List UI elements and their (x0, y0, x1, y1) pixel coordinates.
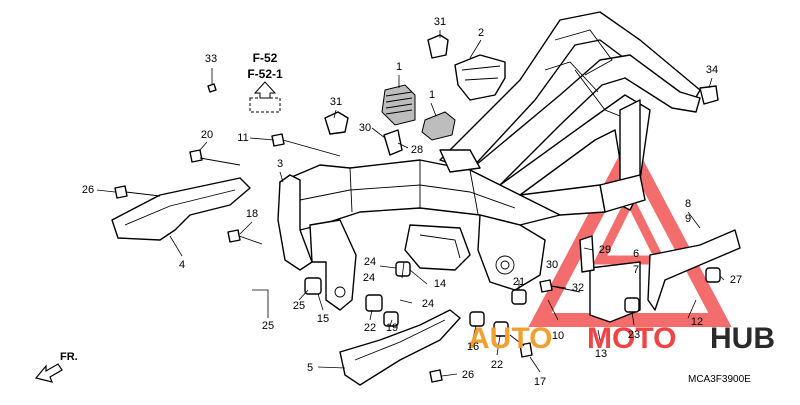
callout-30-mid: 30 (546, 259, 558, 271)
front-direction-indicator: FR. (34, 351, 78, 383)
callout-24-a: 24 (364, 256, 376, 268)
callout-28: 28 (411, 144, 423, 156)
diagram-code: MCA3F3900E (688, 374, 751, 385)
watermark-part3: HUB (710, 322, 775, 355)
callout-24-b: 24 (363, 272, 375, 284)
callout-12: 12 (691, 316, 703, 328)
callout-16: 16 (467, 341, 479, 353)
callout-25-b: 25 (262, 320, 274, 332)
callout-22-a: 22 (364, 322, 376, 334)
watermark-part1: AUTO (468, 322, 552, 355)
watermark-part2: MOTO (587, 322, 676, 355)
callout-11: 11 (237, 132, 248, 144)
callout-13: 13 (595, 348, 607, 360)
callout-23: 23 (628, 329, 640, 341)
callout-10: 10 (552, 330, 564, 342)
callout-4: 4 (179, 259, 185, 271)
callout-1-left: 1 (396, 61, 402, 73)
watermark-logo (528, 135, 732, 327)
callout-17: 17 (534, 376, 546, 388)
callout-25-a: 25 (293, 300, 305, 312)
reference-f52: F-52 (253, 51, 278, 65)
direction-arrow-icon (34, 363, 63, 383)
callout-33: 33 (205, 53, 217, 65)
callout-30-top: 30 (359, 122, 371, 134)
bracket-parts (111, 34, 741, 386)
callout-27: 27 (730, 274, 742, 286)
callout-31-mid: 31 (330, 96, 342, 108)
callout-9: 9 (685, 213, 691, 225)
callout-22-b: 22 (491, 359, 503, 371)
callout-5: 5 (307, 362, 313, 374)
callout-14: 14 (434, 278, 446, 290)
main-frame (277, 11, 701, 311)
callout-31-top: 31 (434, 16, 446, 28)
watermark-text: AUTO MOTO HUB (468, 322, 775, 355)
reference-f52-1: F-52-1 (247, 67, 283, 81)
callout-7: 7 (633, 264, 639, 276)
reference-arrow (249, 81, 281, 113)
callout-26-left: 26 (82, 184, 94, 196)
callout-numbers: 31 2 33 1 1 34 31 30 20 11 28 3 26 8 9 1… (82, 16, 742, 388)
reference-labels: F-52 F-52-1 (247, 51, 283, 81)
callout-32: 32 (572, 282, 584, 294)
callout-6: 6 (633, 248, 639, 260)
callout-26-bottom: 26 (462, 369, 474, 381)
callout-21: 21 (513, 276, 525, 288)
callout-15: 15 (317, 313, 329, 325)
callout-34: 34 (706, 64, 718, 76)
callout-18: 18 (246, 208, 258, 220)
callout-2: 2 (478, 27, 484, 39)
bolts (114, 83, 721, 383)
callout-8: 8 (685, 198, 691, 210)
callout-1-right: 1 (429, 89, 435, 101)
leader-lines (96, 30, 725, 377)
callout-3: 3 (277, 158, 283, 170)
callout-24-c: 24 (422, 298, 434, 310)
callout-19: 19 (386, 322, 398, 334)
callout-20: 20 (201, 129, 213, 141)
direction-label: FR. (60, 351, 78, 363)
callout-29: 29 (599, 244, 611, 256)
